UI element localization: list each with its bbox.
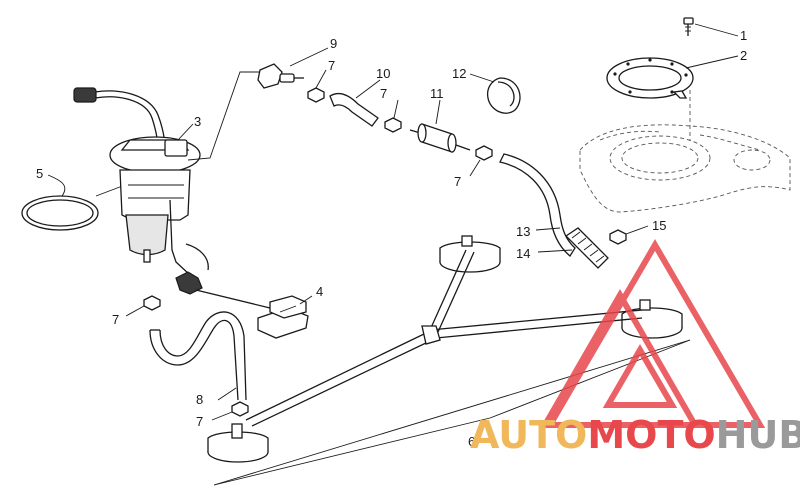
clamp-part-7e <box>231 401 249 417</box>
leader-3 <box>177 123 194 141</box>
leader-7d <box>125 305 145 317</box>
fitting-part-9 <box>257 63 304 89</box>
leader-8 <box>217 387 237 401</box>
callout-6: 6 <box>468 434 475 449</box>
callout-7-e: 7 <box>196 414 203 429</box>
leader-14 <box>537 249 573 253</box>
clamp-part-7d <box>143 295 161 311</box>
clamp-part-7b <box>384 117 402 133</box>
clamp-part-7a <box>307 87 325 103</box>
leader-12 <box>469 73 495 83</box>
clip-part-12 <box>486 77 521 114</box>
hose-part-10 <box>329 92 379 127</box>
leader-13 <box>535 227 561 231</box>
callout-15: 15 <box>652 218 666 233</box>
callout-7-d: 7 <box>112 312 119 327</box>
callout-1: 1 <box>740 28 747 43</box>
hose-part-13 <box>499 153 576 257</box>
watermark-auto: AUTO <box>470 413 587 457</box>
leader-10 <box>355 79 381 99</box>
callout-8: 8 <box>196 392 203 407</box>
watermark-text: AUTOMOTOHUB <box>470 413 800 457</box>
callout-7-c: 7 <box>454 174 461 189</box>
callout-13: 13 <box>516 224 530 239</box>
callout-7-b: 7 <box>380 86 387 101</box>
leader-1 <box>694 23 739 37</box>
leader-7a <box>315 69 327 89</box>
clamp-part-7c <box>475 145 493 161</box>
nut-part-15 <box>609 229 627 245</box>
connector-part-4 <box>257 295 309 339</box>
leader-15 <box>625 225 649 235</box>
hose-part-8 <box>149 311 247 401</box>
callout-7-a: 7 <box>328 58 335 73</box>
leader-2 <box>685 55 739 69</box>
callout-12: 12 <box>452 66 466 81</box>
callout-5: 5 <box>36 166 43 181</box>
fuel-pump-part-3 <box>73 87 271 309</box>
leader-6a <box>213 339 691 486</box>
callout-9: 9 <box>330 36 337 51</box>
callout-11: 11 <box>430 86 444 101</box>
watermark-logo <box>539 239 766 428</box>
o-ring-part-5 <box>21 195 99 231</box>
fuel-filter-part-11 <box>409 123 471 153</box>
corrugated-sleeve-part-14 <box>564 227 609 269</box>
vent-line-part-6 <box>207 235 683 463</box>
leader-3b <box>187 71 260 161</box>
leader-4 <box>299 295 313 305</box>
fuel-tank-outline <box>579 90 791 213</box>
leader-5 <box>47 174 66 197</box>
watermark-moto: MOTO <box>587 413 715 457</box>
leader-7c <box>469 159 481 177</box>
callout-4: 4 <box>316 284 323 299</box>
leader-9 <box>289 47 329 67</box>
screw-part-1 <box>683 17 694 36</box>
leader-7e <box>211 411 233 421</box>
callout-2: 2 <box>740 48 747 63</box>
gasket-part-2 <box>606 57 694 99</box>
watermark-hub: HUB <box>716 413 800 457</box>
leader-7b <box>393 99 399 119</box>
leader-11 <box>435 99 441 125</box>
callout-14: 14 <box>516 246 530 261</box>
callout-10: 10 <box>376 66 390 81</box>
leader-6b <box>213 417 491 486</box>
callout-3: 3 <box>194 114 201 129</box>
